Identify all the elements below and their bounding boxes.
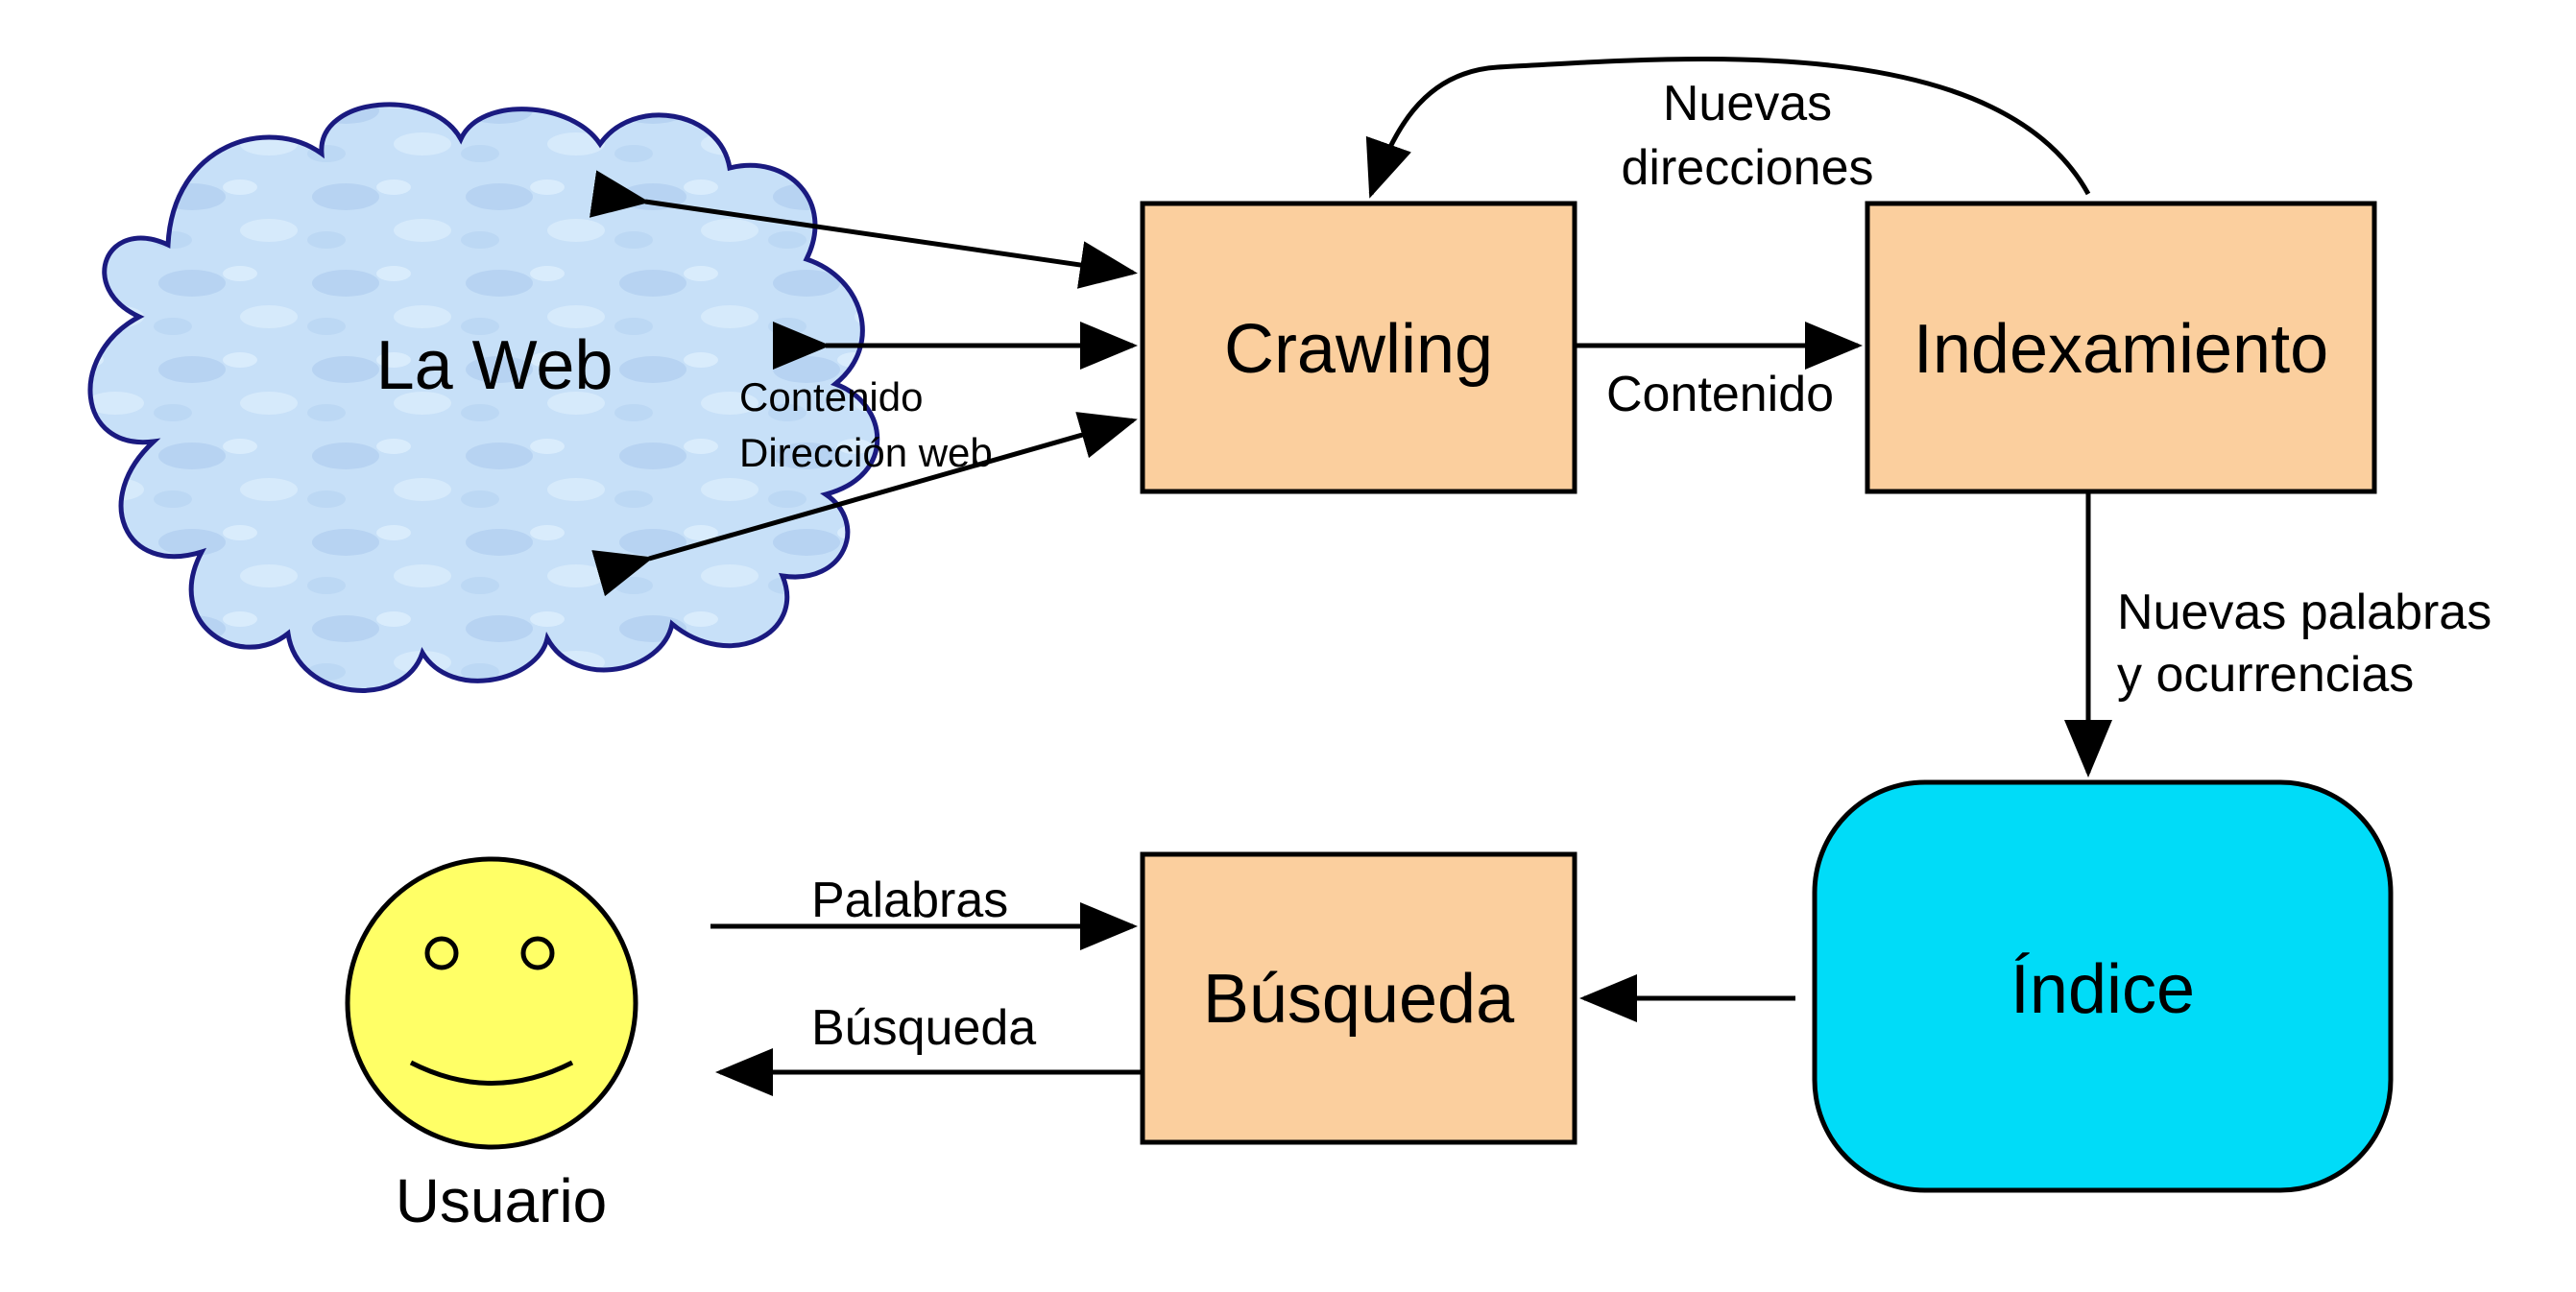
crawling-label: Crawling	[1224, 311, 1493, 388]
indexing-box	[1865, 201, 2377, 494]
smile	[409, 1060, 574, 1086]
index-label: Índice	[2010, 951, 2195, 1028]
user-search-label: Palabras	[811, 873, 1008, 928]
web-crawling-label-2: Dirección web	[739, 430, 993, 475]
left-eye	[424, 936, 459, 970]
user-node: Usuario	[345, 856, 638, 1235]
arrow-web-crawling-top	[589, 170, 1138, 289]
indexing-node: Indexamiento	[1865, 201, 2377, 494]
indexing-crawling-label-2: direcciones	[1621, 140, 1873, 196]
crawling-node: Crawling	[1140, 201, 1577, 494]
indexing-crawling-edge: Nuevas direcciones	[1365, 57, 2091, 199]
right-eye	[520, 936, 555, 970]
web-crawling-label-1: Contenido	[739, 374, 923, 419]
index-node: Índice	[1812, 779, 2394, 1193]
search-user-label: Búsqueda	[811, 1000, 1036, 1056]
search-box	[1140, 851, 1577, 1145]
search-label: Búsqueda	[1203, 961, 1515, 1038]
crawling-indexing-edge: Contenido	[1575, 322, 1863, 422]
arrow-web-crawling-bottom	[591, 412, 1138, 597]
indexing-index-label-2: y ocurrencias	[2117, 647, 2414, 703]
crawling-indexing-label: Contenido	[1606, 367, 1834, 422]
crawling-box	[1140, 201, 1577, 494]
web-label: La Web	[376, 327, 614, 404]
user-label: Usuario	[396, 1166, 608, 1235]
user-search-edge: Palabras	[710, 873, 1138, 950]
search-node: Búsqueda	[1140, 851, 1577, 1145]
indexing-index-edge: Nuevas palabras y ocurrencias	[2064, 491, 2492, 778]
indexing-index-label-1: Nuevas palabras	[2117, 585, 2492, 640]
indexing-crawling-label-1: Nuevas	[1663, 76, 1832, 132]
arrow-indexing-crawling	[1365, 57, 2091, 199]
web-crawling-edges: Contenido Dirección web	[589, 170, 1138, 597]
indexing-label: Indexamiento	[1914, 311, 2328, 388]
index-box	[1812, 779, 2394, 1193]
smiley-face-icon	[345, 856, 638, 1150]
search-user-edge: Búsqueda	[715, 1000, 1143, 1096]
